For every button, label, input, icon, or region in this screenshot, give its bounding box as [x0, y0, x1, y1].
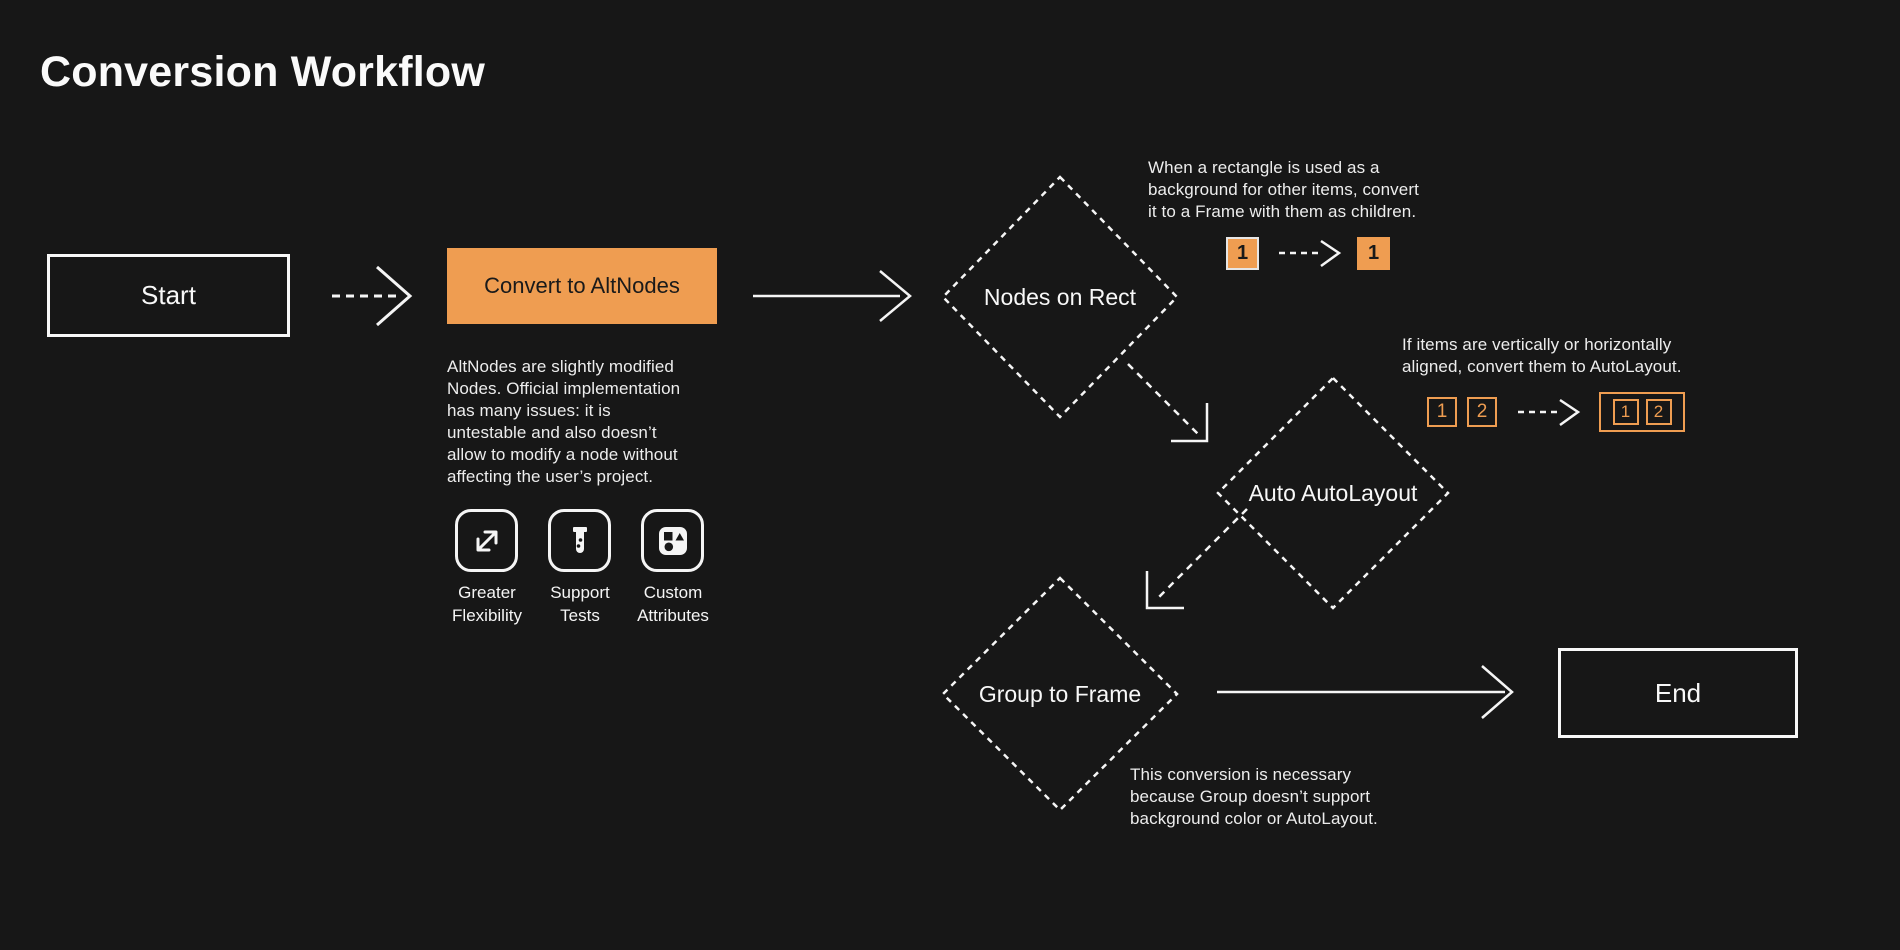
- badge-align-before-1: 1: [1427, 397, 1457, 427]
- shapes-icon: [658, 526, 687, 555]
- arrow-group-to-frame-to-end: [1217, 665, 1514, 719]
- arrow-auto-autolayout-to-group-to-frame: [1145, 508, 1248, 610]
- badge-rect-after: 1: [1357, 237, 1390, 270]
- node-end[interactable]: End: [1558, 648, 1798, 738]
- feature-label-custom-attributes: Custom Attributes: [637, 583, 709, 625]
- badge-align-after-2: 2: [1645, 399, 1672, 425]
- arrow-rect-badge: [1279, 239, 1342, 268]
- arrow-nodes-on-rect-to-auto-autolayout: [1127, 363, 1209, 443]
- node-auto-autolayout-label: Auto AutoLayout: [1248, 479, 1418, 506]
- rect-note: When a rectangle is used as a background…: [1148, 158, 1419, 221]
- badge-rect-before: 1: [1226, 237, 1259, 270]
- feature-tests-box: [548, 509, 611, 572]
- test-tube-icon: [572, 526, 587, 553]
- node-group-to-frame-label: Group to Frame: [978, 680, 1142, 707]
- expand-arrows-icon: [476, 530, 497, 551]
- arrow-convert-to-nodes-on-rect: [753, 270, 912, 322]
- node-end-label: End: [1654, 677, 1702, 708]
- node-start-label: Start: [141, 280, 196, 310]
- altnodes-note: AltNodes are slightly modified Nodes. Of…: [447, 357, 681, 486]
- node-convert-label: Convert to AltNodes: [484, 273, 680, 298]
- autolayout-note: If items are vertically or horizontally …: [1402, 335, 1682, 376]
- feature-attributes-box: [641, 509, 704, 572]
- badge-align-after-1: 1: [1612, 399, 1639, 425]
- badge-align-after-group: 1 2: [1599, 392, 1685, 432]
- feature-expand-box: [455, 509, 518, 572]
- node-start[interactable]: Start: [47, 254, 290, 337]
- diamond-auto-autolayout[interactable]: [1216, 376, 1450, 610]
- arrow-align-badge: [1518, 398, 1581, 427]
- node-convert-to-altnodes[interactable]: Convert to AltNodes: [447, 248, 717, 324]
- page-title: Conversion Workflow: [40, 48, 485, 96]
- group-note: This conversion is necessary because Gro…: [1130, 765, 1378, 828]
- feature-label-support-tests: Support Tests: [550, 583, 610, 625]
- badge-align-before-2: 2: [1467, 397, 1497, 427]
- diamond-nodes-on-rect[interactable]: [941, 175, 1179, 419]
- node-nodes-on-rect-label: Nodes on Rect: [983, 283, 1137, 310]
- feature-label-greater-flexibility: Greater Flexibility: [452, 583, 522, 625]
- arrow-start-to-convert: [332, 265, 413, 327]
